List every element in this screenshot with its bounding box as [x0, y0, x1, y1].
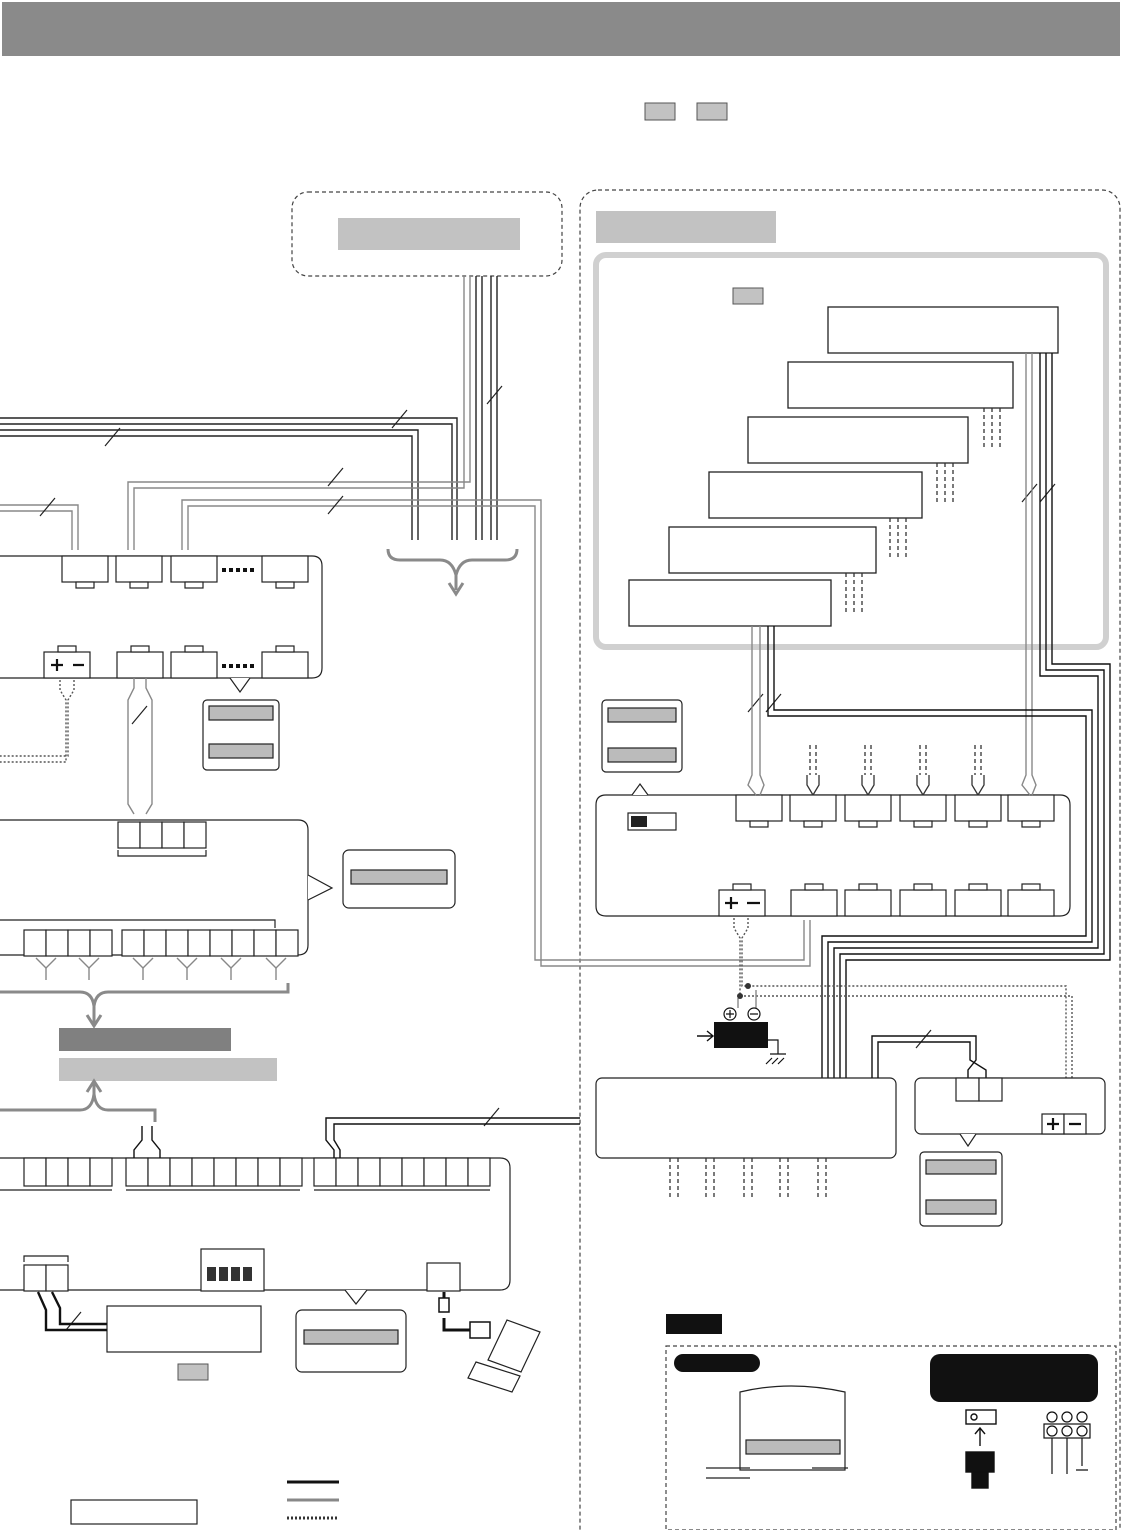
- central-bottom-bracket: [0, 919, 276, 928]
- right-distributor-icon: [601, 699, 683, 773]
- stack-unit-6: [628, 579, 832, 627]
- right-panel-callout: [631, 782, 649, 796]
- plus-minus-left: [51, 659, 84, 671]
- right-controller-stubs: [669, 1158, 827, 1198]
- bottom-fork-cables: [133, 1117, 580, 1158]
- plus-minus-right: [725, 897, 760, 909]
- power-junction-1: [737, 993, 743, 999]
- right-panel-switch-knob: [631, 816, 647, 827]
- plus-minus-aux: [1047, 1118, 1081, 1130]
- bottom-up-bracket: [0, 1093, 157, 1122]
- ellipsis-dots: [222, 568, 254, 668]
- note-region: [665, 1345, 1117, 1530]
- note-terminal-icon: [1043, 1411, 1091, 1474]
- bottom-panel-callout: [344, 1289, 368, 1305]
- left-distributor-panel: [0, 555, 323, 679]
- stack-unit-3: [747, 416, 969, 464]
- note-callout: [930, 1354, 1098, 1402]
- legend-tag-b: [696, 102, 728, 121]
- left-dark-bar: [59, 1028, 231, 1051]
- bottom-left-box: [106, 1305, 262, 1353]
- stack-unit-4: [708, 471, 923, 519]
- usb-plug: [438, 1297, 450, 1313]
- bottom-left-two-terminals: [23, 1264, 69, 1292]
- controller-device-icon: [342, 849, 456, 909]
- aux-panel-callout: [959, 1133, 977, 1148]
- central-top-terminals: [117, 821, 207, 849]
- bottom-left-wire: [36, 1291, 107, 1332]
- note-tag-2: [674, 1354, 760, 1372]
- power-junction-2: [745, 983, 751, 989]
- page-header-bar: [2, 2, 1120, 56]
- upper-bracket-arrow: [447, 575, 465, 597]
- left-terminal-row-top: [61, 555, 309, 589]
- power-supply-block: [697, 1007, 786, 1065]
- right-region: [579, 189, 1121, 1530]
- central-callout: [307, 874, 334, 901]
- note-plug-icon: [965, 1409, 997, 1489]
- bottom-controller-icon: [295, 1309, 407, 1373]
- bottom-up-arrow: [85, 1078, 103, 1094]
- note-device-illustration: [706, 1385, 848, 1479]
- left-light-bar: [59, 1058, 277, 1081]
- upper-cable-bundle: [0, 417, 458, 540]
- central-lower-arrow: [85, 1006, 103, 1029]
- top-center-region: [291, 191, 563, 277]
- right-controller-box: [595, 1077, 897, 1159]
- stack-unit-5: [668, 526, 877, 574]
- bottom-terminal-row: [23, 1157, 491, 1187]
- stack-group-frame: [593, 252, 1109, 650]
- stack-unit-1: [827, 306, 1059, 354]
- top-center-box: [338, 218, 520, 250]
- aux-unit-cables: [871, 1035, 987, 1078]
- right-fork-lines: [806, 775, 985, 796]
- left-panel-callout: [229, 677, 251, 694]
- legend-box: [70, 1499, 198, 1525]
- bottom-main-panel: [0, 1157, 511, 1291]
- central-terminal-forks: [35, 957, 287, 980]
- bottom-left-tag: [177, 1363, 209, 1381]
- right-distributor-panel: [595, 794, 1071, 917]
- stack-tag: [732, 287, 764, 305]
- central-lower-bracket: [0, 983, 290, 1007]
- left-power-feed: [0, 680, 75, 763]
- laptop-icon: [467, 1319, 541, 1393]
- stack-to-panel-cables: [747, 353, 1037, 796]
- aux-device-icon: [919, 1151, 1003, 1227]
- power-supply-wiring: [733, 918, 1073, 1112]
- usb-plug-end: [469, 1321, 491, 1339]
- right-region-title: [596, 211, 776, 243]
- power-supply-solid: [737, 990, 757, 1008]
- gray-cables-upper: [0, 276, 811, 967]
- upper-bracket: [386, 548, 519, 581]
- right-terminal-row-top: [735, 794, 1055, 828]
- distributor-device-icon: [202, 699, 280, 771]
- top-center-drop: [475, 276, 498, 540]
- usb-port: [426, 1262, 461, 1292]
- left-drop-cable: [127, 678, 153, 815]
- stack-unit-2: [787, 361, 1014, 409]
- stack-black-cables: [767, 353, 1111, 1078]
- legend-tag-a: [644, 102, 676, 121]
- left-terminal-row-bottom: [43, 645, 309, 679]
- right-terminal-row-bottom: [718, 883, 1055, 917]
- cable-slashes: [39, 385, 1056, 1331]
- dip-switch: [200, 1248, 265, 1292]
- note-tag: [666, 1314, 722, 1334]
- bottom-left-two-bracket: [23, 1255, 69, 1262]
- central-bottom-terminals: [23, 929, 299, 957]
- right-terminal-stubs: [809, 745, 982, 775]
- central-top-bracket: [117, 850, 207, 857]
